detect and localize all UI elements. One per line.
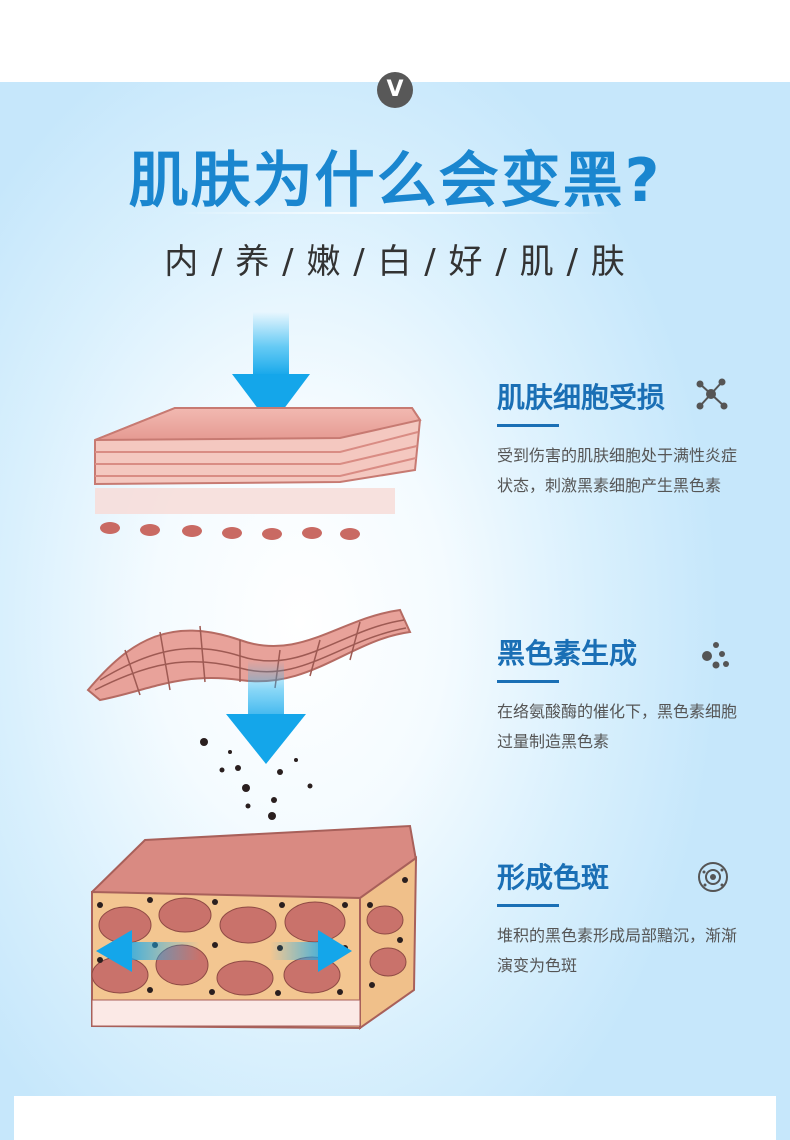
step-spot-formation: 形成色斑 堆积的黑色素形成局部黯沉，渐渐演变为色斑 [497, 860, 747, 981]
step-description: 在络氨酸酶的催化下，黑色素细胞过量制造黑色素 [497, 702, 738, 751]
down-arrow-1 [232, 312, 310, 426]
cell-icon [698, 862, 728, 892]
title-divider [175, 212, 615, 214]
page-subtitle: 内 / 养 / 嫩 / 白 / 好 / 肌 / 肤 [164, 242, 626, 282]
molecule-icon [696, 378, 728, 410]
step-title-underline [497, 424, 559, 427]
melanin-particles [200, 738, 313, 820]
particles-icon [702, 642, 729, 669]
chevron-down-icon: V [386, 77, 404, 102]
skin-block-spots [91, 824, 418, 1030]
step-title-underline [497, 904, 559, 907]
down-arrow-2 [226, 660, 306, 764]
step-title: 黑色素生成 [497, 637, 638, 670]
chevron-badge: V [377, 72, 413, 108]
skin-layer-damaged [94, 407, 422, 540]
step-skin-damage: 肌肤细胞受损 受到伤害的肌肤细胞处于满性炎症状态，刺激黑素细胞产生黑色素 [497, 380, 747, 501]
step-description: 堆积的黑色素形成局部黯沉，渐渐演变为色斑 [497, 926, 738, 975]
step-title: 肌肤细胞受损 [497, 381, 666, 414]
step-title: 形成色斑 [497, 861, 610, 894]
page-title: 肌肤为什么会变黑? [128, 146, 662, 216]
spread-arrows [96, 930, 352, 972]
bottom-card [14, 1096, 776, 1140]
step-description: 受到伤害的肌肤细胞处于满性炎症状态，刺激黑素细胞产生黑色素 [497, 446, 738, 495]
skin-layer-grid [86, 608, 412, 702]
step-title-underline [497, 680, 559, 683]
step-melanin-generation: 黑色素生成 在络氨酸酶的催化下，黑色素细胞过量制造黑色素 [497, 636, 747, 757]
